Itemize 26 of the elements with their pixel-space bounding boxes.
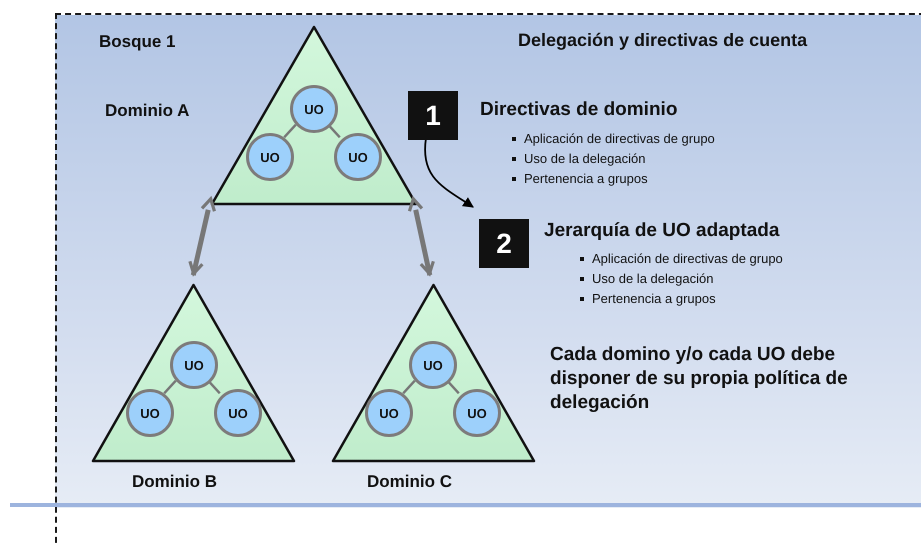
connector-line xyxy=(163,380,177,394)
forest-panel xyxy=(55,13,921,543)
connector-line xyxy=(207,380,221,394)
diagram-heading: Delegación y directivas de cuenta xyxy=(518,30,808,52)
bullet-text: Pertenencia a grupos xyxy=(592,290,716,308)
bullet-text: Uso de la delegación xyxy=(592,270,714,288)
connector-line xyxy=(283,124,297,138)
connector-line xyxy=(327,124,341,138)
bullet-text: Uso de la delegación xyxy=(524,150,646,168)
step-heading: Jerarquía de UO adaptada xyxy=(544,220,780,242)
domain-label: Dominio C xyxy=(367,472,452,492)
connector-line xyxy=(402,380,416,394)
domain-label: Dominio B xyxy=(132,472,217,492)
double-arrow xyxy=(188,197,216,276)
double-arrow xyxy=(408,197,435,276)
bullet-text: Aplicación de directivas de grupo xyxy=(524,130,715,148)
bullet-text: Aplicación de directivas de grupo xyxy=(592,250,783,268)
step-number: 1 xyxy=(408,91,458,140)
forest-title: Bosque 1 xyxy=(99,32,176,52)
connector-line xyxy=(446,380,460,394)
note-text: Cada domino y/o cada UO debe disponer de su propia política de delegación xyxy=(550,343,849,414)
step-heading: Directivas de dominio xyxy=(480,99,678,121)
arrow xyxy=(424,138,474,208)
domain-label: Dominio A xyxy=(105,101,190,122)
bullet-text: Pertenencia a grupos xyxy=(524,170,648,188)
step-number: 2 xyxy=(479,219,529,268)
